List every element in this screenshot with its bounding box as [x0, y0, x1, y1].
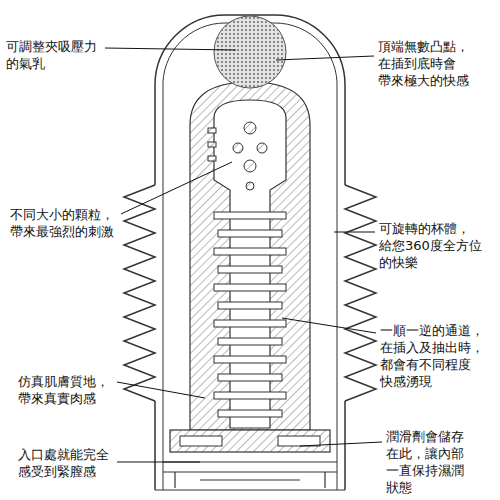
label-slot: 一順一逆的通道， 在插入及抽出時， 都會有不同程度 快感湧現: [380, 322, 488, 390]
sleeve: [190, 82, 310, 430]
leader-lines: [105, 48, 382, 462]
lube-chamber: [180, 436, 222, 446]
label-slot: 頂端無數凸點， 在插到底時會 帶來極大的快感: [378, 38, 473, 89]
label-slot: 不同大小的顆粒， 帶來最強烈的刺激: [10, 206, 118, 240]
channel-ribs: [214, 212, 286, 417]
inner-channel: [214, 100, 286, 428]
base-ring: [170, 430, 330, 452]
callout-label: 可旋轉的杯體， 給您360度全方位 的快樂: [379, 220, 495, 271]
label-slot: 仿真肌膚質地， 帶來真實肉感: [18, 373, 113, 407]
callout-label: 頂端無數凸點， 在插到底時會 帶來極大的快感: [378, 38, 473, 89]
callout-label: 不同大小的顆粒， 帶來最強烈的刺激: [10, 206, 118, 240]
label-slot: 潤滑劑會儲存 在此，讓內部 一直保持濕潤 狀態: [386, 428, 468, 496]
lube-chamber: [278, 436, 320, 446]
outer-shell: [155, 15, 345, 490]
callout-label: 一順一逆的通道， 在插入及抽出時， 都會有不同程度 快感湧現: [380, 322, 488, 390]
right-bellows: [345, 185, 376, 401]
left-bellows: [124, 185, 155, 401]
air-bubble: [214, 16, 286, 88]
callout-label: 入口處就能完全 感受到緊膣感: [18, 446, 113, 480]
callout-label: 仿真肌膚質地， 帶來真實肉感: [18, 373, 113, 407]
callout-label: 潤滑劑會儲存 在此，讓內部 一直保持濕潤 狀態: [386, 428, 468, 496]
bottom-cap: [155, 462, 345, 490]
nubs: [208, 122, 267, 190]
label-slot: 可調整夾吸壓力 的氣乳: [6, 38, 101, 72]
callout-label: 可調整夾吸壓力 的氣乳: [6, 38, 101, 72]
label-slot: 入口處就能完全 感受到緊膣感: [18, 446, 113, 480]
inner-wall: [163, 23, 337, 490]
label-slot: 可旋轉的杯體， 給您360度全方位 的快樂: [379, 220, 495, 271]
